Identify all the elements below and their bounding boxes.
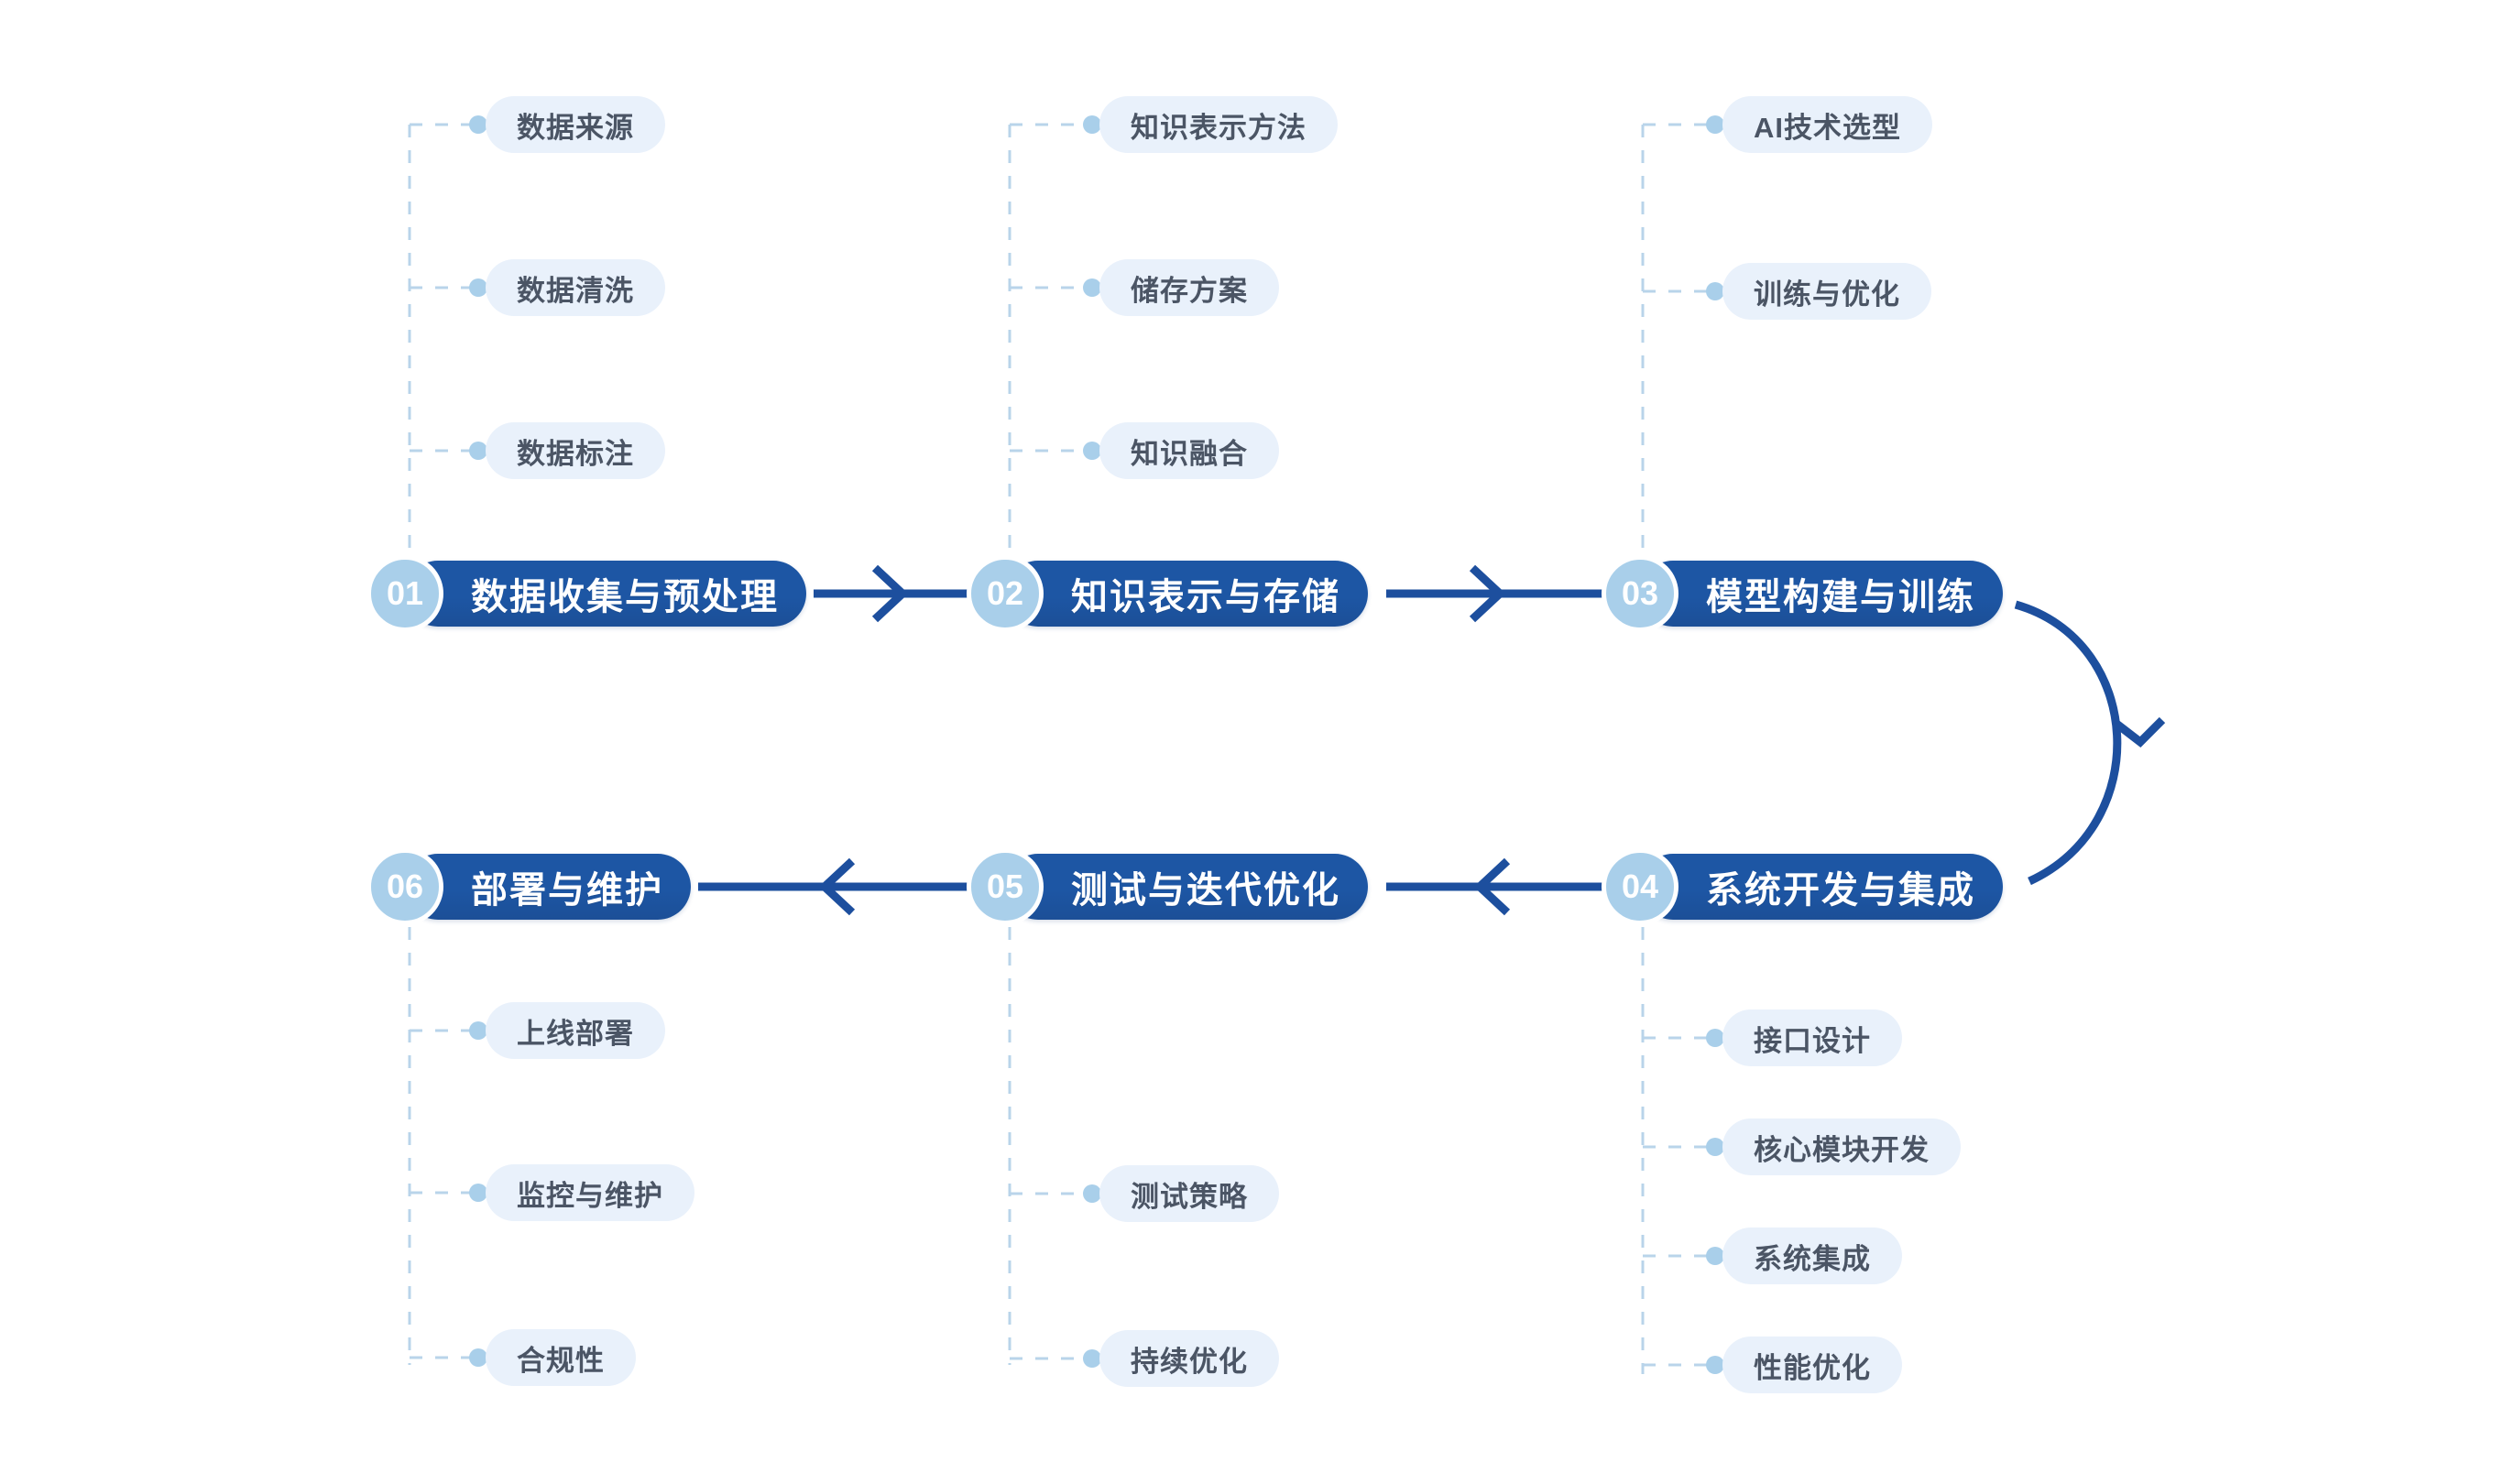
connector-dot bbox=[1706, 1029, 1724, 1047]
connector-dot bbox=[1706, 1247, 1724, 1265]
sub-item-pill[interactable]: 储存方案 bbox=[1099, 259, 1279, 316]
stage-bar: 知识表示与存储 bbox=[1005, 561, 1368, 627]
connector-dot bbox=[1706, 1138, 1724, 1156]
sub-item-pill[interactable]: 监控与维护 bbox=[486, 1164, 694, 1221]
stage-number: 06 bbox=[386, 867, 424, 905]
stage-number-badge: 01 bbox=[366, 555, 443, 632]
connector-dot bbox=[469, 1184, 487, 1202]
sub-item-pill[interactable]: 知识融合 bbox=[1099, 422, 1279, 479]
connector-dot bbox=[1706, 115, 1724, 134]
connector-dot bbox=[1083, 1184, 1101, 1203]
stage-number-badge: 06 bbox=[366, 848, 443, 925]
connector-dot bbox=[469, 278, 487, 297]
stage-bar: 系统开发与集成 bbox=[1640, 854, 2003, 920]
stage-label: 测试与迭代优化 bbox=[1071, 870, 1340, 911]
sub-item-pill[interactable]: 测试策略 bbox=[1099, 1165, 1279, 1222]
connector-dot bbox=[469, 442, 487, 460]
stage-label: 知识表示与存储 bbox=[1071, 577, 1340, 617]
stage-bar: 数据收集与预处理 bbox=[405, 561, 806, 627]
connector-dot bbox=[1083, 115, 1101, 134]
sub-item-pill[interactable]: 系统集成 bbox=[1722, 1228, 1902, 1284]
stage-number: 03 bbox=[1621, 574, 1659, 612]
stage-bar: 部署与维护 bbox=[405, 854, 691, 920]
arrow-03-to-04-curve bbox=[2014, 600, 2122, 886]
sub-item-pill[interactable]: 接口设计 bbox=[1722, 1009, 1902, 1066]
stage-bar: 测试与迭代优化 bbox=[1005, 854, 1368, 920]
connector-dot bbox=[1083, 1349, 1101, 1368]
stage-label: 部署与维护 bbox=[471, 870, 663, 911]
connector-dot bbox=[469, 1021, 487, 1040]
stage-number-badge: 04 bbox=[1602, 848, 1678, 925]
stage-number: 02 bbox=[986, 574, 1024, 612]
sub-item-pill[interactable]: 数据清洗 bbox=[486, 259, 665, 316]
connector-dot bbox=[1083, 278, 1101, 297]
connector-dot bbox=[1706, 1356, 1724, 1374]
stage-label: 系统开发与集成 bbox=[1706, 870, 1975, 911]
sub-item-pill[interactable]: 合规性 bbox=[486, 1329, 636, 1386]
stage-number: 04 bbox=[1621, 867, 1659, 905]
stage-number-badge: 05 bbox=[967, 848, 1044, 925]
sub-item-pill[interactable]: 知识表示方法 bbox=[1099, 96, 1338, 153]
stage-number: 05 bbox=[986, 867, 1024, 905]
sub-item-pill[interactable]: AI技术选型 bbox=[1722, 96, 1932, 153]
sub-item-pill[interactable]: 训练与优化 bbox=[1722, 263, 1931, 320]
connector-dot bbox=[469, 1348, 487, 1367]
sub-item-pill[interactable]: 核心模块开发 bbox=[1722, 1118, 1961, 1175]
stage-label: 数据收集与预处理 bbox=[471, 577, 779, 617]
sub-item-pill[interactable]: 数据来源 bbox=[486, 96, 665, 153]
connector-dot bbox=[1083, 442, 1101, 460]
sub-item-pill[interactable]: 数据标注 bbox=[486, 422, 665, 479]
stage-number: 01 bbox=[386, 574, 424, 612]
sub-item-pill[interactable]: 性能优化 bbox=[1722, 1337, 1902, 1393]
connector-dot bbox=[469, 115, 487, 134]
stage-bar: 模型构建与训练 bbox=[1640, 561, 2003, 627]
stage-number-badge: 03 bbox=[1602, 555, 1678, 632]
connector-dot bbox=[1706, 282, 1724, 300]
stage-label: 模型构建与训练 bbox=[1706, 577, 1975, 617]
sub-item-pill[interactable]: 持续优化 bbox=[1099, 1330, 1279, 1387]
stage-number-badge: 02 bbox=[967, 555, 1044, 632]
sub-item-pill[interactable]: 上线部署 bbox=[486, 1002, 665, 1059]
